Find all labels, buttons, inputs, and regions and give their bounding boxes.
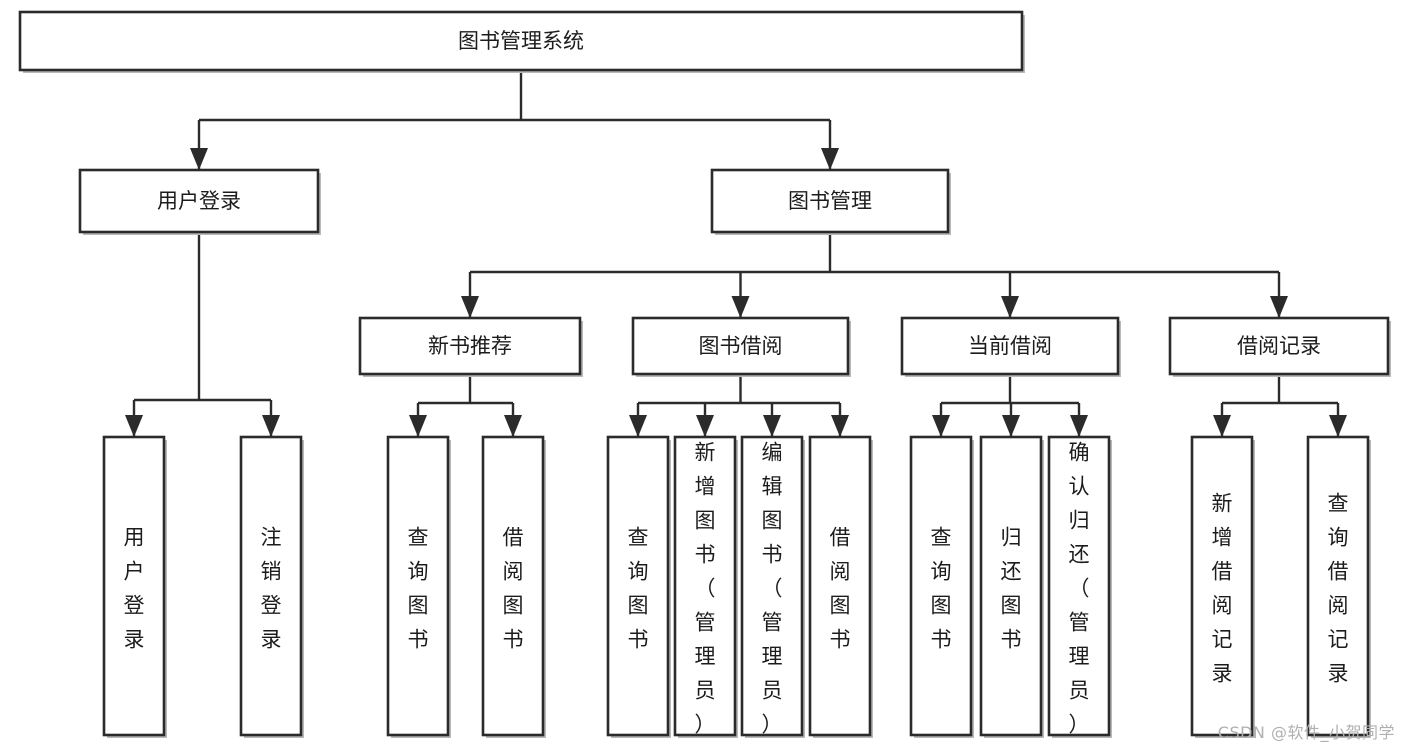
node-leaf-edit-book[interactable]: 编辑图书（管理员） bbox=[740, 435, 805, 738]
node-leaf-borrow-book-rec[interactable]: 借阅图书 bbox=[481, 435, 546, 738]
node-rect[interactable] bbox=[358, 316, 582, 376]
node-label: 借阅图书 bbox=[830, 526, 851, 652]
arrow-book-borrow bbox=[731, 296, 750, 318]
node-book-manage[interactable]: 图书管理 bbox=[710, 168, 951, 235]
node-rect[interactable] bbox=[1190, 435, 1254, 737]
node-book-borrow[interactable]: 图书借阅 bbox=[631, 316, 851, 377]
node-rect[interactable] bbox=[18, 10, 1024, 72]
node-rect[interactable] bbox=[673, 435, 737, 737]
node-current-borrow[interactable]: 当前借阅 bbox=[900, 316, 1121, 377]
node-layer: 图书管理系统用户登录图书管理新书推荐图书借阅当前借阅借阅记录用户登录注销登录查询… bbox=[18, 10, 1391, 738]
node-rect[interactable] bbox=[386, 435, 450, 737]
node-leaf-query-record[interactable]: 查询借阅记录 bbox=[1306, 435, 1371, 738]
node-label: 确认归还（管理员） bbox=[1069, 441, 1090, 737]
node-label: 新增借阅记录 bbox=[1212, 492, 1233, 686]
node-new-book-rec[interactable]: 新书推荐 bbox=[358, 316, 583, 377]
node-label: 当前借阅 bbox=[968, 334, 1052, 358]
node-rect[interactable] bbox=[102, 435, 166, 737]
node-rect[interactable] bbox=[900, 316, 1120, 376]
arrow-leaf-edit-book bbox=[763, 415, 781, 437]
node-label: 借阅记录 bbox=[1237, 334, 1321, 358]
node-rect[interactable] bbox=[710, 168, 950, 234]
node-label: 查询图书 bbox=[628, 526, 649, 652]
node-label: 注销登录 bbox=[261, 526, 282, 652]
arrow-book-manage bbox=[821, 148, 839, 170]
arrow-leaf-add-record bbox=[1213, 415, 1231, 437]
node-label: 图书管理 bbox=[788, 189, 872, 213]
node-rect[interactable] bbox=[740, 435, 804, 737]
node-label: 查询图书 bbox=[931, 526, 952, 652]
node-user-login[interactable]: 用户登录 bbox=[78, 168, 321, 235]
node-rect[interactable] bbox=[239, 435, 303, 737]
node-leaf-query-book-borrow[interactable]: 查询图书 bbox=[606, 435, 671, 738]
node-label: 归还图书 bbox=[1001, 526, 1022, 652]
arrow-user-login bbox=[190, 148, 208, 170]
arrow-leaf-query-book-current bbox=[932, 415, 950, 437]
arrow-leaf-borrow-book-rec bbox=[504, 415, 522, 437]
arrow-leaf-logout bbox=[262, 415, 280, 437]
node-label: 查询图书 bbox=[408, 526, 429, 652]
node-rect[interactable] bbox=[631, 316, 850, 376]
node-rect[interactable] bbox=[481, 435, 545, 737]
node-label: 新书推荐 bbox=[428, 334, 512, 358]
arrow-current-borrow bbox=[1001, 296, 1019, 318]
node-leaf-borrow-book[interactable]: 借阅图书 bbox=[808, 435, 873, 738]
node-rect[interactable] bbox=[979, 435, 1043, 737]
node-rect[interactable] bbox=[808, 435, 872, 737]
arrow-borrow-record bbox=[1270, 296, 1288, 318]
node-leaf-confirm-return[interactable]: 确认归还（管理员） bbox=[1047, 435, 1112, 738]
node-label: 编辑图书（管理员） bbox=[762, 441, 783, 737]
arrow-leaf-borrow-book bbox=[831, 415, 849, 437]
node-leaf-add-record[interactable]: 新增借阅记录 bbox=[1190, 435, 1255, 738]
node-borrow-record[interactable]: 借阅记录 bbox=[1168, 316, 1391, 377]
arrow-leaf-query-book-borrow bbox=[629, 415, 647, 437]
node-label: 借阅图书 bbox=[503, 526, 524, 652]
node-leaf-logout[interactable]: 注销登录 bbox=[239, 435, 304, 738]
connector-layer bbox=[125, 70, 1347, 437]
node-leaf-query-book-rec[interactable]: 查询图书 bbox=[386, 435, 451, 738]
node-label: 查询借阅记录 bbox=[1328, 492, 1349, 686]
node-label: 新增图书（管理员） bbox=[695, 441, 716, 737]
node-rect[interactable] bbox=[1168, 316, 1390, 376]
node-label: 用户登录 bbox=[124, 526, 145, 652]
arrow-leaf-user-login bbox=[125, 415, 143, 437]
node-label: 图书管理系统 bbox=[458, 29, 584, 53]
arrow-leaf-query-record bbox=[1329, 415, 1347, 437]
node-rect[interactable] bbox=[1306, 435, 1370, 737]
node-rect[interactable] bbox=[909, 435, 973, 737]
arrow-leaf-confirm-return bbox=[1070, 415, 1088, 437]
node-root[interactable]: 图书管理系统 bbox=[18, 10, 1025, 73]
node-leaf-query-book-current[interactable]: 查询图书 bbox=[909, 435, 974, 738]
node-rect[interactable] bbox=[78, 168, 320, 234]
node-leaf-return-book[interactable]: 归还图书 bbox=[979, 435, 1044, 738]
arrow-leaf-query-book-rec bbox=[409, 415, 427, 437]
node-rect[interactable] bbox=[1047, 435, 1111, 737]
arrow-new-book-rec bbox=[461, 296, 479, 318]
node-label: 图书借阅 bbox=[699, 334, 783, 358]
node-label: 用户登录 bbox=[157, 189, 241, 213]
arrow-leaf-add-book bbox=[696, 415, 714, 437]
arrow-leaf-return-book bbox=[1002, 415, 1020, 437]
node-leaf-add-book[interactable]: 新增图书（管理员） bbox=[673, 435, 738, 738]
node-leaf-user-login[interactable]: 用户登录 bbox=[102, 435, 167, 738]
node-rect[interactable] bbox=[606, 435, 670, 737]
